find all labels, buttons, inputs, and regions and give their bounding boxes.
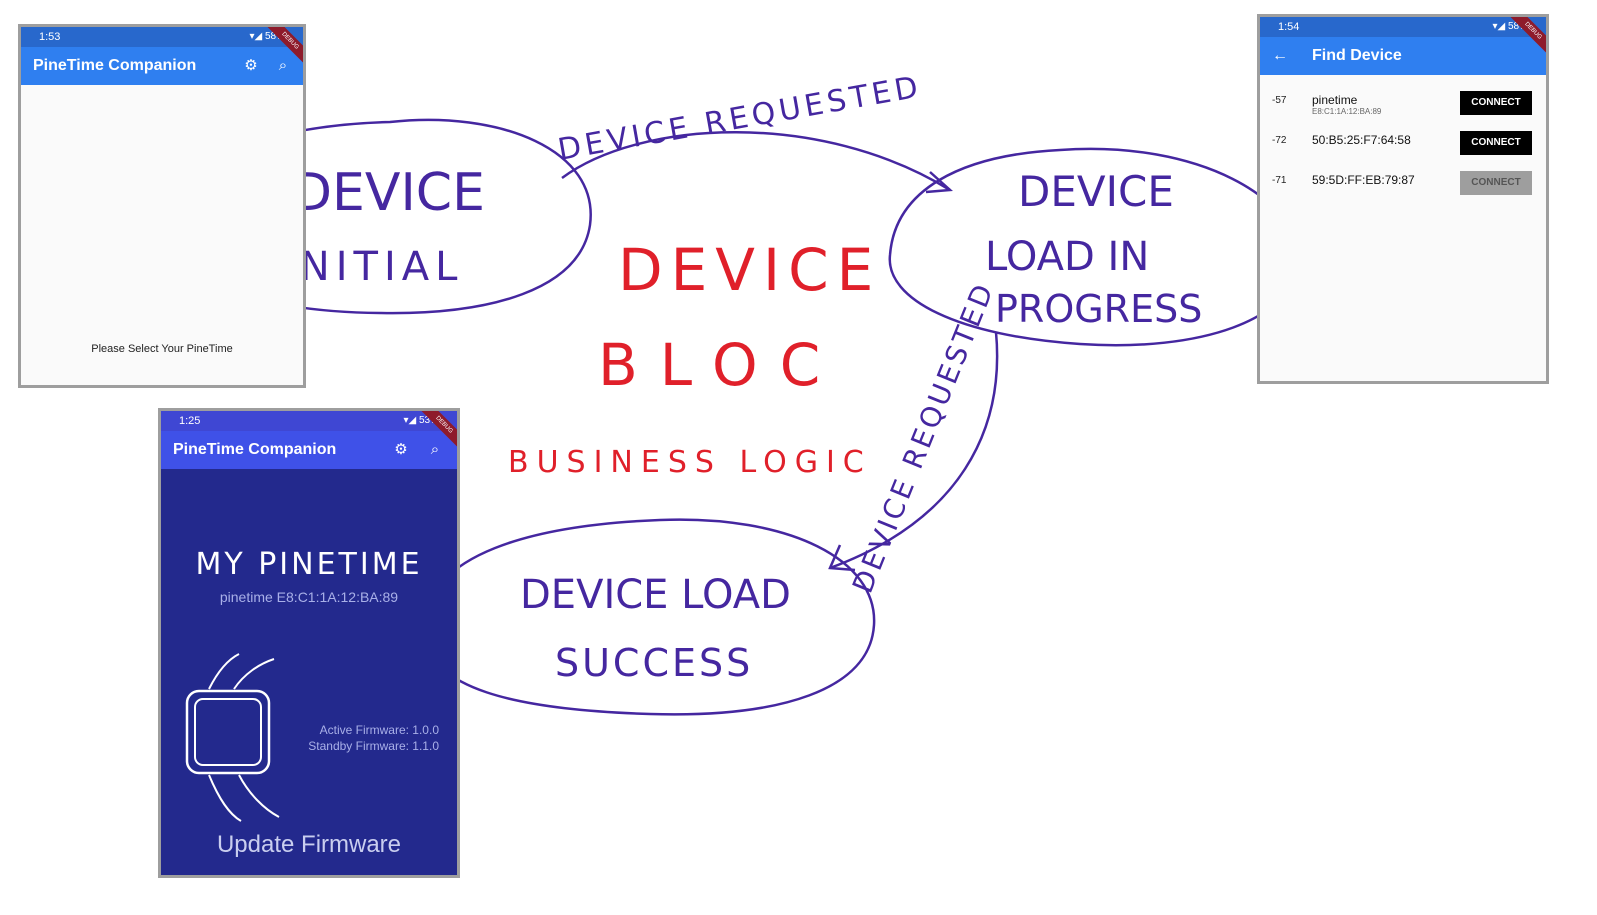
phone-screen-initial: 1:53 ▾◢ 58% PineTime Companion ⚙ ⌕ DEBUG… bbox=[18, 24, 306, 388]
transition-arrow-top bbox=[561, 131, 951, 192]
status-icons: ▾◢ 58% bbox=[1492, 17, 1528, 37]
phone-screen-my-pinetime: 1:25 ▾◢ 53% PineTime Companion ⚙ ⌕ DEBUG… bbox=[158, 408, 460, 878]
state-success-label-2: SUCCESS bbox=[555, 641, 753, 685]
connect-button[interactable]: CONNECT bbox=[1460, 131, 1532, 155]
app-bar: ← Find Device bbox=[1260, 37, 1546, 75]
status-time: 1:25 bbox=[179, 415, 201, 427]
my-pinetime-heading: MY PINETIME bbox=[195, 547, 423, 582]
gear-icon[interactable]: ⚙ bbox=[394, 441, 408, 458]
status-icons: ▾◢ 58% bbox=[249, 27, 285, 47]
state-progress-label-1: DEVICE bbox=[1018, 167, 1174, 216]
state-initial-label-2: INITIAL bbox=[282, 244, 463, 290]
bloc-subtitle: BUSINESS LOGIC bbox=[508, 445, 872, 480]
device-name: 59:5D:FF:EB:79:87 bbox=[1312, 173, 1415, 187]
app-bar: PineTime Companion ⚙ ⌕ bbox=[21, 47, 303, 85]
wifi-icon: ▾◢ bbox=[403, 415, 417, 426]
active-firmware: Active Firmware: 1.0.0 bbox=[319, 723, 439, 737]
status-bar: 1:54 ▾◢ 58% bbox=[1260, 17, 1546, 37]
update-firmware-button[interactable]: Update Firmware bbox=[216, 831, 402, 858]
standby-firmware: Standby Firmware: 1.1.0 bbox=[308, 739, 439, 753]
state-success-label-1: DEVICE LOAD bbox=[520, 572, 791, 618]
wifi-icon: ▾◢ bbox=[1492, 21, 1506, 32]
device-row: -57 pinetime E8:C1:1A:12:BA:89 CONNECT bbox=[1260, 85, 1546, 125]
transition-arrow-right bbox=[829, 331, 999, 570]
device-row: -71 59:5D:FF:EB:79:87 CONNECT bbox=[1260, 165, 1546, 205]
battery-level: 58% bbox=[1507, 21, 1528, 32]
gear-icon[interactable]: ⚙ bbox=[244, 57, 258, 74]
connect-button-disabled[interactable]: CONNECT bbox=[1460, 171, 1532, 195]
select-device-message: Please Select Your PineTime bbox=[91, 343, 233, 355]
status-icons: ▾◢ 53% bbox=[403, 411, 439, 431]
wifi-icon: ▾◢ bbox=[249, 31, 263, 42]
status-time: 1:54 bbox=[1278, 21, 1300, 33]
transition-arrowhead-right bbox=[828, 544, 856, 572]
device-subtitle: pinetime E8:C1:1A:12:BA:89 bbox=[219, 589, 399, 605]
phone-screen-find-device: 1:54 ▾◢ 58% ← Find Device DEBUG -57 pine… bbox=[1257, 14, 1549, 384]
transition-label-right: DEVICE REQUESTED bbox=[846, 277, 1001, 597]
device-rssi: -72 bbox=[1272, 135, 1287, 146]
device-name: pinetime bbox=[1312, 93, 1358, 107]
arrow-back-icon[interactable]: ← bbox=[1272, 47, 1288, 64]
connect-button[interactable]: CONNECT bbox=[1460, 91, 1532, 115]
status-bar: 1:25 ▾◢ 53% bbox=[161, 411, 457, 431]
battery-level: 58% bbox=[264, 31, 285, 42]
status-bar: 1:53 ▾◢ 58% bbox=[21, 27, 303, 47]
watch-icon bbox=[185, 653, 280, 822]
state-initial-label-1: DEVICE bbox=[292, 163, 485, 223]
device-row: -72 50:B5:25:F7:64:58 CONNECT bbox=[1260, 125, 1546, 165]
device-rssi: -71 bbox=[1272, 175, 1287, 186]
device-name: 50:B5:25:F7:64:58 bbox=[1312, 133, 1411, 147]
search-icon[interactable]: ⌕ bbox=[278, 57, 288, 74]
find-device-title: Find Device bbox=[1312, 47, 1402, 64]
transition-arrowhead-top bbox=[925, 171, 953, 194]
device-rssi: -57 bbox=[1272, 95, 1287, 106]
app-bar: PineTime Companion ⚙ ⌕ bbox=[161, 431, 457, 469]
state-progress-label-3: PROGRESS bbox=[995, 287, 1202, 331]
status-time: 1:53 bbox=[39, 31, 61, 43]
bloc-title-line2: BLOC bbox=[598, 331, 842, 399]
bloc-title-line1: DEVICE bbox=[618, 236, 881, 304]
app-title: PineTime Companion bbox=[33, 57, 197, 74]
search-icon[interactable]: ⌕ bbox=[430, 441, 440, 458]
state-progress-label-2: LOAD IN bbox=[985, 234, 1149, 280]
device-address: E8:C1:1A:12:BA:89 bbox=[1312, 107, 1382, 116]
app-title: PineTime Companion bbox=[173, 441, 337, 458]
battery-level: 53% bbox=[418, 415, 439, 426]
